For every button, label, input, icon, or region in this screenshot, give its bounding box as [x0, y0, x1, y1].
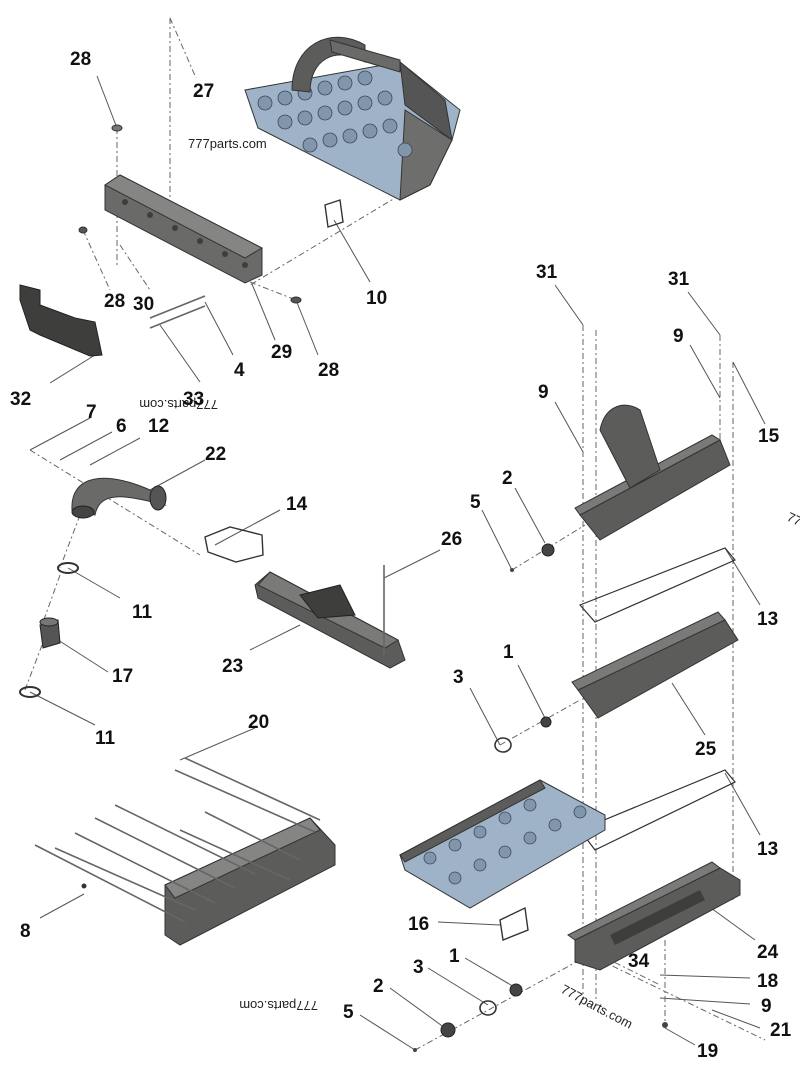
callout-30: 30: [133, 294, 154, 315]
callout-11: 11: [95, 728, 116, 749]
callout-11: 11: [132, 602, 153, 623]
callout-10: 10: [366, 288, 387, 309]
callout-12: 12: [148, 416, 169, 437]
callout-13: 13: [757, 609, 778, 630]
callout-labels: 28 27 28 30 10 4 29 28 32 33 7 6 12 22 1…: [10, 49, 792, 1062]
callout-1: 1: [503, 642, 514, 663]
gasket-14: [204, 526, 264, 563]
callout-14: 14: [286, 494, 308, 515]
callout-4: 4: [234, 360, 245, 381]
manifold-23: [254, 565, 406, 669]
callout-1: 1: [449, 946, 460, 967]
callout-31: 31: [536, 262, 558, 283]
right-manifold-with-riser: [510, 404, 731, 572]
callout-9: 9: [761, 996, 772, 1017]
callout-29: 29: [271, 342, 292, 363]
gasket-16: [499, 906, 529, 941]
heat-shield: [19, 284, 103, 357]
callout-25: 25: [695, 739, 717, 760]
callout-13: 13: [757, 839, 778, 860]
callout-17: 17: [112, 666, 133, 687]
callout-27: 27: [193, 81, 214, 102]
gasket-13-upper: [578, 547, 736, 623]
callout-8: 8: [20, 921, 31, 942]
elbow-pipe: [71, 477, 167, 519]
callout-31: 31: [668, 269, 690, 290]
callout-5: 5: [343, 1002, 354, 1023]
callout-23: 23: [222, 656, 243, 677]
callout-28: 28: [70, 49, 91, 70]
callout-2: 2: [373, 976, 384, 997]
callout-9: 9: [673, 326, 684, 347]
watermark-top: 777parts.com: [188, 136, 267, 151]
callout-3: 3: [413, 957, 424, 978]
watermark-rotated-right: 77: [785, 509, 800, 529]
callout-28: 28: [104, 291, 125, 312]
callout-7: 7: [86, 402, 97, 423]
callout-3: 3: [453, 667, 464, 688]
callout-22: 22: [205, 444, 226, 465]
watermark-mirrored-left: 777parts.com: [139, 397, 218, 412]
watermark-mirrored-bottom: 777parts.com: [239, 998, 318, 1013]
gasket-10: [324, 199, 344, 228]
watermark-rotated-bottom-right: 777parts.com: [559, 981, 636, 1031]
small-plug-parts: [78, 124, 302, 329]
manifold-24: [413, 861, 741, 1052]
callout-28: 28: [318, 360, 339, 381]
top-cylinder-head-assembly: [244, 36, 461, 201]
ring-clamps-and-sleeve: [19, 562, 79, 698]
callout-16: 16: [408, 914, 429, 935]
callout-20: 20: [248, 712, 269, 733]
callout-5: 5: [470, 492, 481, 513]
cooler-25: [494, 611, 739, 753]
callout-26: 26: [441, 529, 462, 550]
lower-left-cylinder-head: [34, 757, 336, 946]
callout-9: 9: [538, 382, 549, 403]
callout-32: 32: [10, 389, 31, 410]
callout-2: 2: [502, 468, 513, 489]
callout-33: 33: [183, 389, 204, 410]
gasket-13-lower: [579, 769, 736, 851]
callout-6: 6: [116, 416, 127, 437]
upper-manifold-block: [104, 174, 264, 284]
callout-19: 19: [697, 1041, 718, 1062]
callout-21: 21: [770, 1020, 792, 1041]
callout-34: 34: [628, 951, 650, 972]
callout-15: 15: [758, 426, 780, 447]
callout-24: 24: [757, 942, 779, 963]
callout-18: 18: [757, 971, 778, 992]
lower-right-cylinder-head: [399, 779, 606, 909]
